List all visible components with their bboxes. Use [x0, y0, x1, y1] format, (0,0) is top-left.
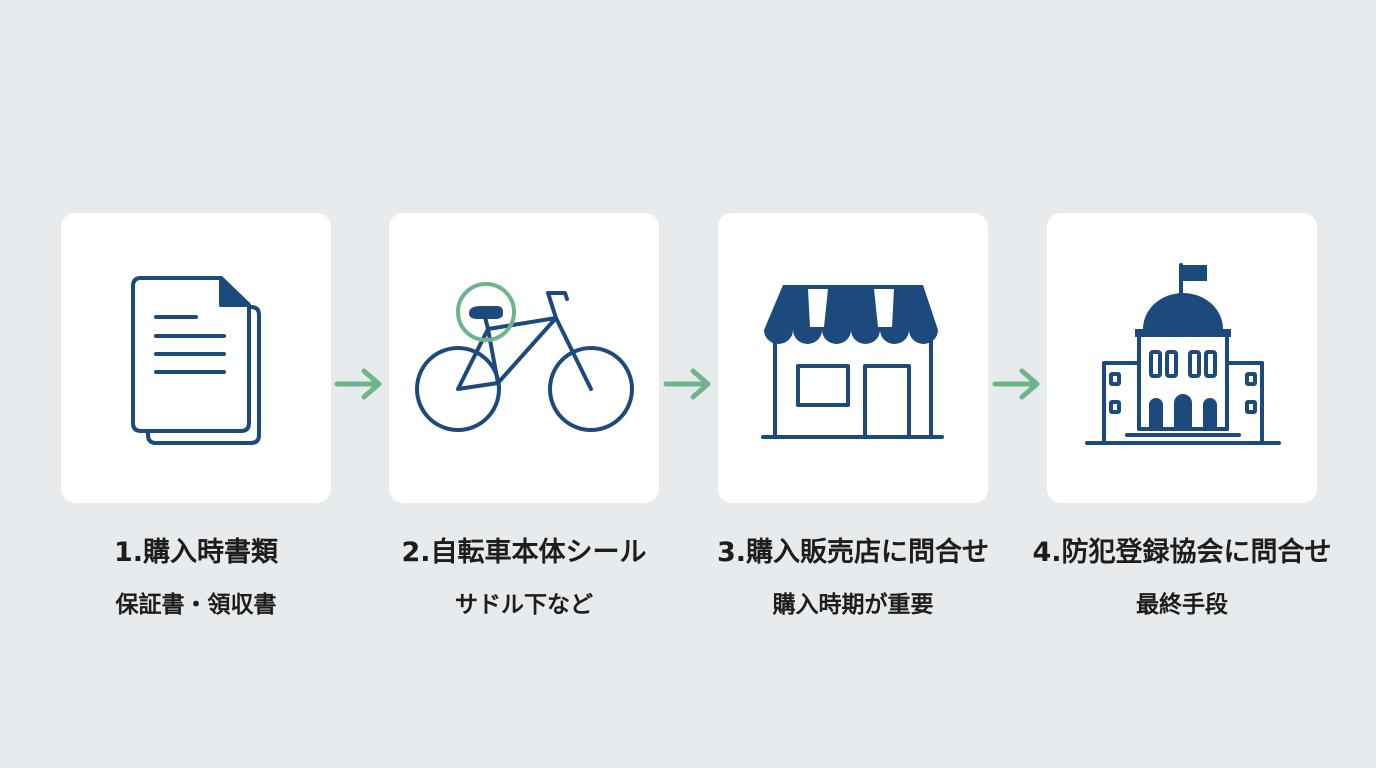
- storefront-icon: [761, 285, 944, 439]
- arrow-right-icon: [663, 368, 711, 400]
- step-subtitle-2: サドル下など: [455, 592, 593, 618]
- step-subtitle-4: 最終手段: [1136, 592, 1228, 618]
- step-subtitle-3: 購入時期が重要: [772, 592, 934, 618]
- documents-icon: [131, 276, 261, 445]
- government-building-icon: [1085, 263, 1281, 445]
- bicycle-icon: [415, 282, 634, 432]
- step-card-1: [61, 213, 331, 503]
- step-card-4: [1047, 213, 1317, 503]
- sticker-highlight-icon: [456, 282, 516, 342]
- arrow-right-icon: [334, 368, 382, 400]
- arrow-right-icon: [992, 368, 1040, 400]
- step-title-4: 4.防犯登録協会に問合せ: [1032, 537, 1332, 568]
- step-title-1: 1.購入時書類: [113, 537, 279, 568]
- step-subtitle-1: 保証書・領収書: [115, 592, 277, 618]
- step-title-2: 2.自転車本体シール: [401, 537, 647, 568]
- step-title-3: 3.購入販売店に問合せ: [716, 537, 990, 568]
- step-card-2: [389, 213, 659, 503]
- step-card-3: [718, 213, 988, 503]
